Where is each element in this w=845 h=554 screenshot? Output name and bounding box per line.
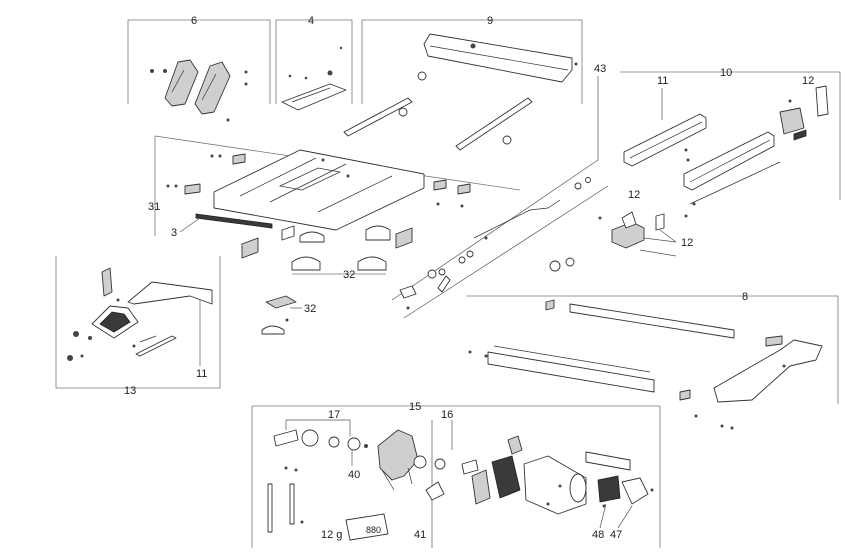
motor-housing [523, 455, 587, 515]
clamp-lever [815, 85, 829, 117]
end-cap [621, 477, 649, 505]
callout-11-left: 11 [196, 368, 207, 380]
brush-holder [597, 475, 621, 503]
callout-32-a: 32 [343, 269, 355, 281]
group-15-motor: 15 17 16 40 880 12 g 41 48 47 [251, 401, 661, 548]
side-rail-front [623, 113, 707, 167]
clamp-block [779, 107, 805, 135]
callout-48: 48 [592, 529, 604, 541]
group-8-rails: 8 [466, 291, 839, 430]
callout-10: 10 [720, 67, 732, 79]
plate [281, 83, 347, 111]
group-13-fence: 13 11 [55, 256, 221, 397]
rod-end-cap [417, 71, 427, 81]
group-9-rear-rail: 9 [343, 15, 583, 151]
callout-9: 9 [487, 15, 493, 27]
callout-47: 47 [610, 529, 622, 541]
callout-16: 16 [441, 409, 453, 421]
group-12-riving-clamp: 12 12 [598, 189, 696, 257]
rod-right [455, 97, 533, 151]
group-43-linkage: 43 [391, 63, 609, 319]
callout-11-top: 11 [657, 75, 668, 87]
callout-13: 13 [124, 385, 136, 397]
callout-4: 4 [308, 15, 314, 27]
group-10-side-rails: 10 11 12 [620, 67, 841, 205]
table-top [213, 149, 425, 231]
callout-3: 3 [171, 227, 177, 239]
callout-17: 17 [328, 409, 340, 421]
knob [101, 267, 113, 297]
group-4-plate: 4 [275, 15, 353, 111]
shaft [273, 429, 299, 447]
callout-12-mid: 12 [628, 189, 640, 201]
callout-32-b: 32 [304, 303, 316, 315]
gear-housing [377, 429, 419, 481]
tube-label: 880 [366, 525, 381, 535]
stator [491, 455, 521, 499]
cover-strip [585, 451, 631, 471]
right-bracket [194, 61, 231, 115]
callout-41: 41 [414, 529, 426, 541]
rod-left [343, 97, 413, 137]
callout-8: 8 [742, 291, 748, 303]
callout-12-mid2: 12 [681, 237, 693, 249]
group-31-table-top: 31 3 [148, 135, 521, 259]
grease-tube [345, 513, 389, 541]
insert-strip [195, 213, 273, 229]
callout-31: 31 [148, 201, 160, 213]
callout-15: 15 [409, 401, 421, 413]
clamp-32-small [265, 295, 297, 309]
extension-arm [713, 339, 823, 403]
linkage-parts [399, 177, 591, 310]
rail-top [569, 303, 735, 339]
rail-front [487, 351, 655, 393]
rotor [471, 469, 491, 505]
callout-12-g: 12 g [321, 529, 342, 541]
callout-43: 43 [594, 63, 606, 75]
side-rail-rear [683, 131, 775, 191]
left-bracket [164, 59, 199, 107]
fence-bar [127, 281, 213, 305]
group-32-clamps: 32 32 [261, 256, 387, 335]
callout-6: 6 [191, 15, 197, 27]
callout-12-top: 12 [802, 75, 814, 87]
group-6-side-brackets: 6 [127, 15, 271, 122]
callout-40: 40 [348, 469, 360, 481]
